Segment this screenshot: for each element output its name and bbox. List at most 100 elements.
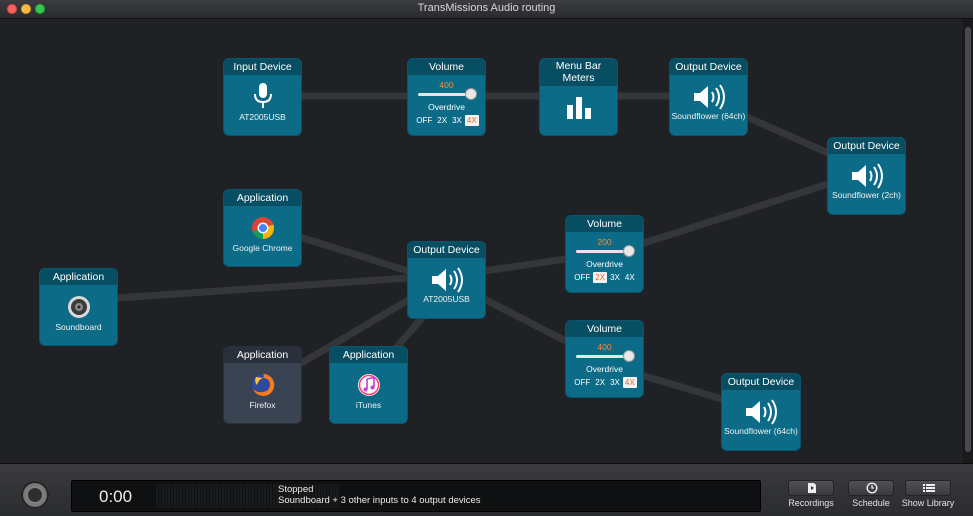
volume-slider[interactable] <box>417 88 477 100</box>
overdrive-option[interactable]: OFF <box>574 273 591 282</box>
node-header: Application <box>224 347 301 363</box>
overdrive-label: Overdrive <box>428 102 465 112</box>
record-icon <box>28 488 42 502</box>
link-volume-mid-to-output2ch <box>637 180 832 248</box>
node-header: Application <box>224 190 301 206</box>
node-header: Application <box>40 269 117 285</box>
node-output-soundflower-64ch-top[interactable]: Output Device Soundflower (64ch) <box>670 59 747 135</box>
node-output-at2005usb[interactable]: Output Device AT2005USB <box>408 242 485 318</box>
overdrive-label: Overdrive <box>586 364 623 374</box>
window-title: TransMissions Audio routing <box>417 2 556 14</box>
volume-value: 400 <box>597 342 612 352</box>
link-volume-low-to-output64 <box>637 371 726 403</box>
bottom-toolbar: 0:00 Stopped Soundboard + 3 other inputs… <box>0 463 973 516</box>
bar-chart-icon <box>566 97 591 119</box>
volume-value: 400 <box>439 80 454 90</box>
level-meter <box>156 484 340 508</box>
overdrive-option[interactable]: 4X <box>464 115 479 126</box>
overdrive-option[interactable]: 3X <box>452 116 462 125</box>
volume-slider[interactable] <box>575 350 635 362</box>
zoom-window-button[interactable] <box>35 4 45 14</box>
node-header: Input Device <box>224 59 301 75</box>
schedule-label[interactable]: Schedule <box>852 498 890 508</box>
node-output-soundflower-2ch[interactable]: Output Device Soundflower (2ch) <box>828 138 905 214</box>
overdrive-options: OFF 2X 3X 4X <box>408 115 485 126</box>
microphone-icon <box>253 83 272 108</box>
vertical-scrollbar[interactable] <box>963 19 973 463</box>
connection-links <box>113 92 832 403</box>
overdrive-options: OFF 2X 3X 4X <box>566 377 643 388</box>
overdrive-label: Overdrive <box>586 259 623 269</box>
recordings-icon <box>808 483 816 493</box>
node-sublabel: iTunes <box>355 400 382 410</box>
show-library-label[interactable]: Show Library <box>901 498 955 508</box>
overdrive-option[interactable]: 4X <box>624 273 635 282</box>
slider-knob[interactable] <box>622 245 635 257</box>
node-header: Output Device <box>828 138 905 154</box>
speaker-icon <box>693 84 725 110</box>
link-chrome-to-output <box>296 233 412 275</box>
node-volume-top[interactable]: Volume 400 Overdrive OFF 2X 3X 4X <box>408 59 485 135</box>
node-sublabel: Soundflower (64ch) <box>724 426 798 436</box>
overdrive-options: OFF 2X 3X 4X <box>566 272 643 283</box>
volume-slider[interactable] <box>575 245 635 257</box>
overdrive-option[interactable]: 4X <box>622 377 637 388</box>
overdrive-option[interactable]: 2X <box>437 116 448 125</box>
chrome-icon <box>251 217 274 240</box>
node-header: Output Device <box>670 59 747 75</box>
overdrive-option[interactable]: OFF <box>574 378 591 387</box>
itunes-icon <box>357 374 380 396</box>
node-volume-low[interactable]: Volume 400 Overdrive OFF 2X 3X 4X <box>566 321 643 397</box>
node-app-firefox[interactable]: Application Firefox <box>224 347 301 423</box>
close-window-button[interactable] <box>7 4 17 14</box>
node-header: Application <box>330 347 407 363</box>
routing-summary: Soundboard + 3 other inputs to 4 output … <box>278 495 481 506</box>
minimize-window-button[interactable] <box>21 4 31 14</box>
slider-knob[interactable] <box>622 350 635 362</box>
node-sublabel: AT2005USB <box>239 112 286 122</box>
show-library-button[interactable] <box>905 480 951 496</box>
status-text: Stopped <box>278 484 314 495</box>
node-header: Output Device <box>408 242 485 258</box>
title-bar: TransMissions Audio routing <box>0 0 973 19</box>
volume-value: 200 <box>597 237 612 247</box>
node-header: Volume <box>566 216 643 232</box>
link-itunes-to-output <box>391 313 427 353</box>
node-header: Menu Bar Meters <box>540 59 617 86</box>
node-app-google-chrome[interactable]: Application Google Chrome <box>224 190 301 266</box>
speaker-icon <box>851 163 883 189</box>
node-volume-mid[interactable]: Volume 200 Overdrive OFF 2X 3X 4X <box>566 216 643 292</box>
clock-icon <box>866 482 878 494</box>
node-app-soundboard[interactable]: Application Soundboard <box>40 269 117 345</box>
node-sublabel: Soundboard <box>55 322 102 332</box>
node-sublabel: Google Chrome <box>232 243 293 253</box>
status-display: 0:00 Stopped Soundboard + 3 other inputs… <box>71 480 761 512</box>
scrollbar-thumb[interactable] <box>965 27 971 452</box>
node-app-itunes[interactable]: Application iTunes <box>330 347 407 423</box>
node-output-soundflower-64ch-low[interactable]: Output Device Soundflower (64ch) <box>722 374 800 450</box>
node-menubar-meters[interactable]: Menu Bar Meters <box>540 59 617 135</box>
overdrive-option[interactable]: 2X <box>593 272 608 283</box>
record-button[interactable] <box>21 481 49 509</box>
recordings-button[interactable] <box>788 480 834 496</box>
node-sublabel: Soundflower (2ch) <box>832 190 901 200</box>
list-icon <box>923 484 935 492</box>
node-sublabel: Soundflower (64ch) <box>671 111 746 121</box>
speaker-grille-icon <box>67 296 90 318</box>
node-header: Volume <box>408 59 485 75</box>
link-output-to-volume-mid <box>480 255 570 275</box>
overdrive-option[interactable]: 3X <box>610 378 620 387</box>
overdrive-option[interactable]: 2X <box>595 378 606 387</box>
link-output64-to-output2ch <box>743 113 832 157</box>
node-input-device[interactable]: Input Device AT2005USB <box>224 59 301 135</box>
overdrive-option[interactable]: 3X <box>610 273 620 282</box>
node-sublabel: AT2005USB <box>423 294 470 304</box>
slider-knob[interactable] <box>464 88 477 100</box>
speaker-icon <box>746 399 777 425</box>
schedule-button[interactable] <box>848 480 894 496</box>
node-header: Volume <box>566 321 643 337</box>
link-firefox-to-output <box>296 295 414 368</box>
overdrive-option[interactable]: OFF <box>416 116 433 125</box>
node-header: Output Device <box>722 374 800 390</box>
recordings-label[interactable]: Recordings <box>788 498 834 508</box>
